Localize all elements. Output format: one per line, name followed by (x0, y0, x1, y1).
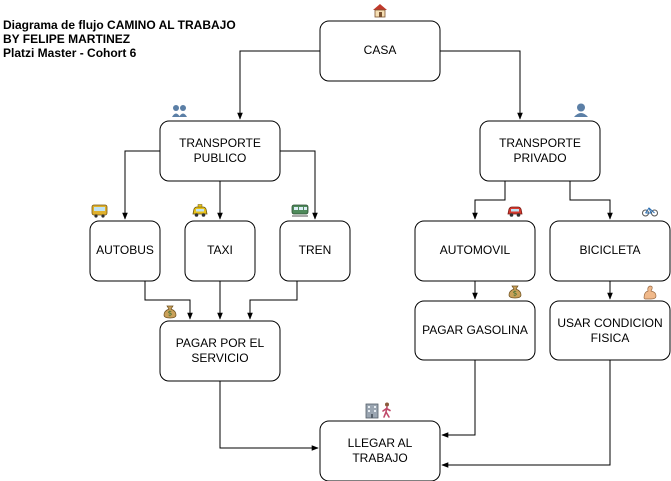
node-automovil-label: AUTOMOVIL (440, 243, 511, 257)
svg-text:$: $ (513, 290, 517, 298)
money-bag-icon: $ (508, 285, 522, 299)
edge-pagar-gasolina-to-llegar (441, 360, 476, 438)
taxi-icon (192, 204, 208, 217)
node-bicicleta-label: BICICLETA (579, 243, 640, 257)
node-autobus-label: AUTOBUS (96, 243, 154, 257)
edge-casa-to-transporte-privado (440, 50, 523, 120)
node-pagar-gasolina[interactable]: PAGAR GASOLINA (414, 300, 536, 361)
diagram-title: Diagrama de flujo CAMINO AL TRABAJO (3, 18, 236, 32)
node-taxi[interactable]: TAXI (184, 220, 256, 282)
node-taxi-label: TAXI (207, 243, 233, 257)
edge-publico-to-tren (280, 150, 318, 220)
node-pagar-servicio-label-1: PAGAR POR EL (176, 336, 265, 350)
flexed-arm-icon (643, 285, 657, 300)
node-usar-condicion-fisica[interactable]: USAR CONDICION FISICA (549, 300, 671, 361)
node-tren[interactable]: TREN (279, 220, 351, 282)
people-icon (172, 105, 187, 117)
node-autobus[interactable]: AUTOBUS (89, 220, 161, 282)
node-condicion-fisica-label-1: USAR CONDICION (557, 316, 662, 330)
car-icon (507, 206, 523, 217)
node-condicion-fisica-label-2: FISICA (591, 331, 630, 345)
train-icon (291, 204, 309, 217)
flow-edges (122, 50, 613, 468)
money-bag-icon: $ (163, 305, 177, 319)
node-tren-label: TREN (299, 243, 332, 257)
diagram-author: BY FELIPE MARTINEZ (3, 32, 131, 46)
diagram-title-block: Diagrama de flujo CAMINO AL TRABAJO BY F… (3, 18, 236, 60)
node-pagar-servicio-label-2: SERVICIO (191, 351, 248, 365)
node-transporte-publico-label-1: TRANSPORTE (179, 136, 261, 150)
bus-icon (91, 204, 108, 218)
node-bicicleta[interactable]: BICICLETA (549, 220, 671, 282)
diagram-subtitle: Platzi Master - Cohort 6 (3, 46, 137, 60)
svg-text:$: $ (168, 310, 172, 318)
node-pagar-gasolina-label: PAGAR GASOLINA (422, 323, 528, 337)
house-icon (373, 4, 387, 18)
edge-privado-to-automovil (472, 181, 506, 220)
edge-pagar-servicio-to-llegar (219, 381, 319, 451)
node-transporte-publico[interactable]: TRANSPORTE PUBLICO (159, 120, 281, 182)
edge-casa-to-transporte-publico (237, 50, 320, 120)
node-casa[interactable]: CASA (319, 20, 441, 82)
edge-autobus-to-pagar-servicio (144, 281, 193, 320)
node-transporte-publico-label-2: PUBLICO (194, 151, 247, 165)
node-pagar-por-el-servicio[interactable]: PAGAR POR EL SERVICIO (159, 320, 281, 382)
edge-tren-to-pagar-servicio (247, 281, 298, 320)
node-casa-label: CASA (364, 43, 397, 57)
walking-person-icon (382, 402, 391, 418)
person-icon (574, 103, 588, 117)
edge-publico-to-autobus (122, 150, 160, 220)
node-transporte-privado[interactable]: TRANSPORTE PRIVADO (479, 120, 601, 182)
node-automovil[interactable]: AUTOMOVIL (414, 220, 536, 282)
edge-privado-to-bicicleta (569, 181, 613, 220)
node-transporte-privado-label-1: TRANSPORTE (499, 136, 581, 150)
node-llegar-label-1: LLEGAR AL (348, 436, 413, 450)
bicycle-icon (642, 207, 658, 217)
office-building-icon (365, 403, 379, 419)
node-llegar-label-2: TRABAJO (352, 451, 407, 465)
edge-condicion-fisica-to-llegar (441, 360, 611, 468)
node-transporte-privado-label-2: PRIVADO (513, 151, 566, 165)
node-llegar-al-trabajo[interactable]: LLEGAR AL TRABAJO (319, 420, 441, 481)
